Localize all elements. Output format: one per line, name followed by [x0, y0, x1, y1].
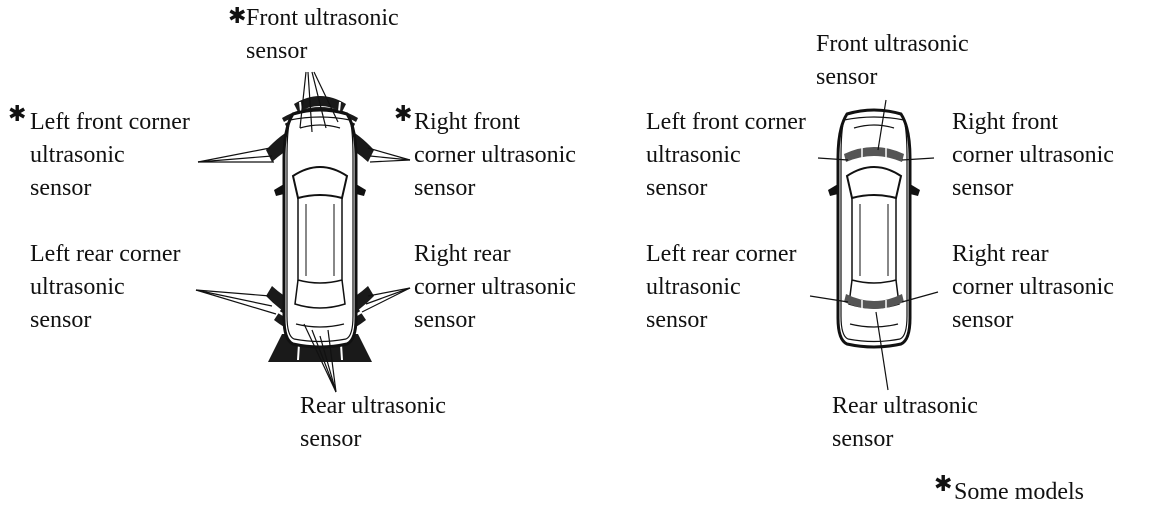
- footnote-text: Some models: [954, 479, 1084, 505]
- label-line: Right rear: [414, 241, 511, 267]
- label-line: Rear ultrasonic: [832, 393, 978, 419]
- left-front-corner-marker: ✱: [8, 102, 27, 127]
- left-right-front-corner-label: Right front corner ultrasonic sensor: [414, 106, 576, 205]
- label-line: corner ultrasonic: [414, 142, 576, 168]
- right-front-sensor-label: Front ultrasonic sensor: [816, 28, 969, 94]
- label-line: Front ultrasonic: [246, 5, 399, 31]
- label-line: Left front corner: [646, 109, 806, 135]
- left-diagram-leader-lines: [195, 71, 411, 393]
- right-right-front-corner-label: Right front corner ultrasonic sensor: [952, 106, 1114, 205]
- label-line: sensor: [300, 426, 362, 452]
- left-front-sensor-label: Front ultrasonic sensor: [246, 2, 399, 68]
- left-rear-sensor-label: Rear ultrasonic sensor: [300, 390, 446, 456]
- right-rear-sensor-label: Rear ultrasonic sensor: [832, 390, 978, 456]
- label-line: Right front: [952, 109, 1058, 135]
- label-line: sensor: [414, 175, 476, 201]
- label-line: sensor: [952, 175, 1014, 201]
- left-left-rear-corner-label: Left rear corner ultrasonic sensor: [30, 238, 181, 337]
- right-right-rear-corner-label: Right rear corner ultrasonic sensor: [952, 238, 1114, 337]
- rear-bumper-sensors: [844, 294, 904, 310]
- label-line: sensor: [832, 426, 894, 452]
- label-line: Front ultrasonic: [816, 31, 969, 57]
- left-car-group: [195, 71, 411, 393]
- label-line: ultrasonic: [646, 142, 741, 168]
- footnote-marker: ✱: [934, 472, 953, 497]
- right-diagram-leader-lines: [809, 99, 939, 391]
- label-line: ultrasonic: [30, 274, 125, 300]
- label-line: Left rear corner: [646, 241, 797, 267]
- front-sensor-marker: ✱: [228, 4, 247, 29]
- label-line: sensor: [30, 307, 92, 333]
- label-line: sensor: [952, 307, 1014, 333]
- front-bumper-sensors: [844, 147, 904, 162]
- right-front-corner-marker: ✱: [394, 102, 413, 127]
- label-line: corner ultrasonic: [952, 142, 1114, 168]
- label-line: sensor: [246, 38, 308, 64]
- label-line: ultrasonic: [646, 274, 741, 300]
- label-line: sensor: [30, 175, 92, 201]
- label-line: Right rear: [952, 241, 1049, 267]
- left-right-rear-corner-label: Right rear corner ultrasonic sensor: [414, 238, 576, 337]
- label-line: Left rear corner: [30, 241, 181, 267]
- label-line: Left front corner: [30, 109, 190, 135]
- label-line: Rear ultrasonic: [300, 393, 446, 419]
- right-car-group: [809, 99, 939, 391]
- label-line: Right front: [414, 109, 520, 135]
- label-line: corner ultrasonic: [952, 274, 1114, 300]
- label-line: corner ultrasonic: [414, 274, 576, 300]
- label-line: sensor: [646, 307, 708, 333]
- right-left-rear-corner-label: Left rear corner ultrasonic sensor: [646, 238, 797, 337]
- label-line: ultrasonic: [30, 142, 125, 168]
- label-line: sensor: [646, 175, 708, 201]
- label-line: sensor: [816, 64, 878, 90]
- left-left-front-corner-label: Left front corner ultrasonic sensor: [30, 106, 190, 205]
- right-left-front-corner-label: Left front corner ultrasonic sensor: [646, 106, 806, 205]
- label-line: sensor: [414, 307, 476, 333]
